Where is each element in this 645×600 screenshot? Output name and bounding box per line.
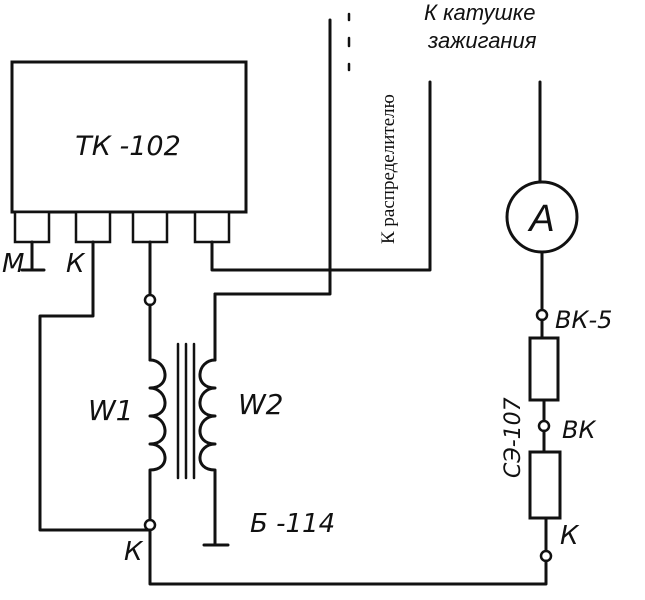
k-right-label: К <box>560 521 580 551</box>
transformer-core <box>176 342 196 480</box>
b114-label: Б -114 <box>250 509 335 539</box>
w2-label: W2 <box>238 388 284 421</box>
vk5-label: ВК-5 <box>555 306 612 334</box>
tk102-module <box>10 60 248 214</box>
terminal-k <box>74 210 112 244</box>
winding-w1 <box>148 358 167 522</box>
wire-k-loop <box>38 240 152 532</box>
w1-label: W1 <box>88 394 134 427</box>
terminal-4 <box>193 210 231 244</box>
k-bottom-left-label: К <box>124 537 144 567</box>
resistor-lower <box>528 450 562 520</box>
wire-to-distributor <box>210 80 432 272</box>
terminal-3 <box>131 210 169 244</box>
terminal-k-label: К <box>66 249 86 279</box>
resistor-upper <box>528 336 560 402</box>
ignition-coil-label-2: зажигания <box>427 28 537 53</box>
vk-label: ВК <box>562 416 596 444</box>
winding-w2 <box>198 358 217 547</box>
distributor-label: К распределителю <box>378 94 399 244</box>
ground-lead-m <box>20 240 46 272</box>
wire-secondary-top <box>213 18 332 296</box>
ammeter-label: А <box>527 198 554 240</box>
tk102-label: ТК -102 <box>75 131 181 162</box>
wire-bottom-return <box>148 528 548 586</box>
terminal-m-label: М <box>2 249 24 279</box>
resistor-label: СЭ-107 <box>501 397 526 478</box>
ignition-coil-label-1: К катушке <box>424 0 535 25</box>
terminal-m <box>13 210 51 244</box>
